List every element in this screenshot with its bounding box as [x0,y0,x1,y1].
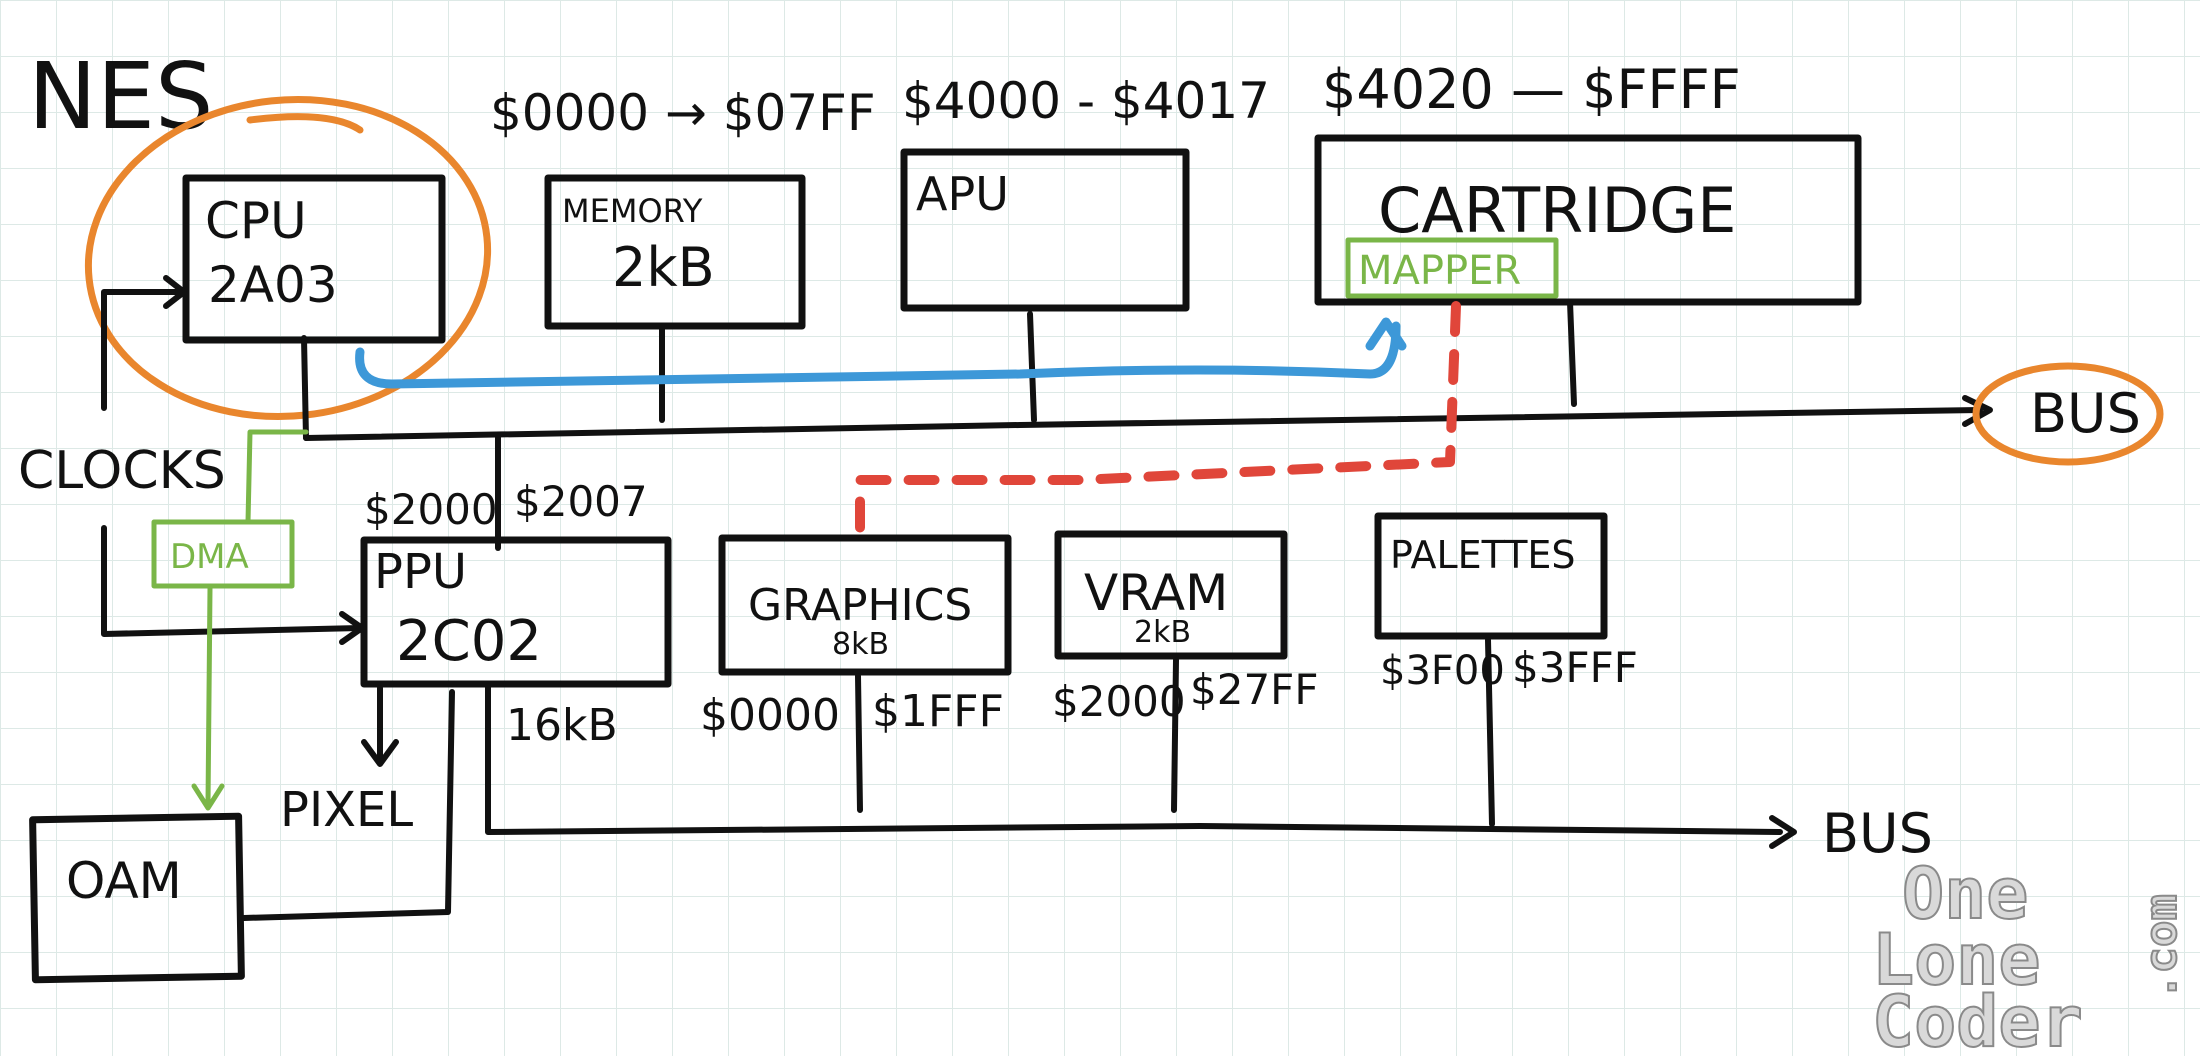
vram-label: VRAM [1084,564,1228,622]
watermark-line-3: Coder [1872,981,2083,1056]
graphics-end-address: $1FFF [872,686,1004,737]
bus-highlight-circle [1972,362,2164,466]
dma-to-oam-line [205,585,213,807]
clock-to-cpu-line [101,289,185,411]
ppu-end-address: $2007 [514,477,648,526]
clock-to-ppu-line [101,525,363,637]
cpu-to-cartridge-arrowhead [1365,317,1407,351]
memory-label: MEMORY [562,192,703,230]
oam-label: OAM [66,852,182,910]
cartridge-box [1314,134,1862,306]
mapper-box [1345,237,1559,299]
cpu-model: 2A03 [208,256,338,314]
vram-box [1054,530,1288,660]
dma-label: DMA [170,537,249,577]
apu-box [900,148,1190,312]
vram-start-address: $2000 [1052,677,1186,726]
diagram-title: NES [28,43,213,150]
apu-bus-connector [1027,311,1037,423]
palettes-bus-connector [1485,637,1495,827]
cpu-bus-label: BUS [2030,382,2141,445]
graphics-size: 8kB [832,627,889,662]
ppu-address-space-size: 16kB [506,700,618,751]
cpu-label: CPU [205,192,307,250]
graphics-start-address: $0000 [700,690,840,741]
palettes-end-address: $3FFF [1512,643,1638,692]
memory-address-range: $0000 → $07FF [490,84,876,142]
ppu-box [360,536,672,688]
mapper-to-graphics-path [855,301,1461,539]
palettes-box [1374,512,1608,640]
oam-box [29,812,245,984]
ppu-to-oam-line [241,689,455,921]
memory-box [544,174,806,330]
cartridge-address-range: $4020 — $FFFF [1322,58,1741,121]
graphics-box [718,534,1012,676]
pixel-label: PIXEL [280,782,413,838]
ppu-model: 2C02 [396,609,542,674]
cpu-box [182,174,446,344]
graphics-label: GRAPHICS [748,580,972,631]
dma-to-oam-arrowhead [191,783,225,811]
watermark-suffix: .com [2136,894,2187,1000]
palettes-start-address: $3F00 [1380,648,1505,694]
watermark-line-2: Lone [1872,919,2041,1001]
dma-box [151,519,295,589]
watermark-line-1: One [1902,853,2028,935]
cpu-bus-line [303,407,1983,441]
cartridge-label: CARTRIDGE [1378,174,1736,247]
ppu-bus-line [485,683,1783,835]
graphics-bus-connector [855,673,863,813]
ppu-bus-arrowhead [1769,815,1797,849]
clocks-label: CLOCKS [18,441,226,501]
cpu-highlight-tail [246,113,364,134]
vram-size: 2kB [1134,615,1191,650]
vram-end-address: $27FF [1190,665,1318,714]
vram-bus-connector [1171,657,1179,813]
cartridge-bus-connector [1567,299,1577,407]
memory-size: 2kB [612,236,715,299]
cpu-to-cartridge-path [355,321,1401,389]
mapper-label: MAPPER [1358,248,1521,294]
ppu-start-address: $2000 [364,485,498,534]
apu-address-range: $4000 - $4017 [902,72,1270,130]
palettes-label: PALETTES [1390,533,1576,577]
apu-label: APU [916,167,1009,221]
ppu-pixel-arrowhead [361,739,399,767]
ppu-bus-label: BUS [1822,802,1933,865]
dma-to-bus-line [245,429,309,525]
clock-to-cpu-arrowhead [163,275,187,309]
cpu-bus-connector [301,335,309,441]
ppu-label: PPU [374,544,467,600]
